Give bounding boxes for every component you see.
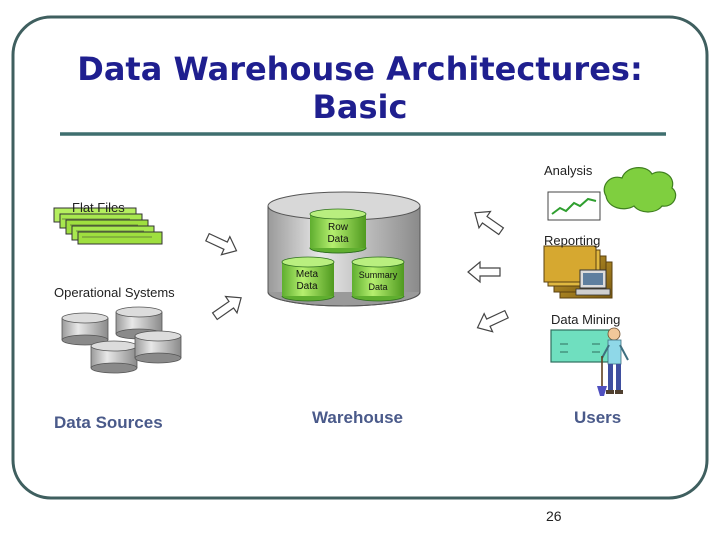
slide-title-line-1: Data Warehouse Architectures:: [77, 50, 643, 88]
slide-frame: [11, 15, 709, 500]
arrow-reporting-to-warehouse-icon: [467, 260, 501, 284]
meta-data-label: Meta Data: [282, 269, 332, 293]
data-mining-label: Data Mining: [551, 312, 621, 327]
summary-data-cylinder-icon: [351, 256, 405, 302]
warehouse-section-label: Warehouse: [312, 408, 404, 427]
arrow-flatfiles-to-warehouse-icon: [205, 232, 238, 256]
analysis-label: Analysis: [544, 163, 593, 178]
row-data-line-2: Data: [327, 234, 349, 245]
data-mining-board-icon: [550, 329, 614, 363]
row-data-line-1: Row: [327, 222, 348, 233]
meta-data-line-2: Data: [296, 281, 318, 292]
miner-person-icon: [597, 327, 629, 396]
reporting-computer-icon: [575, 269, 611, 296]
data-sources-section-label: Data Sources: [54, 413, 163, 432]
meta-data-line-1: Meta: [295, 269, 319, 280]
row-data-label: Row Data: [312, 222, 364, 246]
operational-disk-3-icon: [90, 340, 138, 374]
row-data-cylinder-icon: [309, 208, 367, 254]
summary-data-line-2: Data: [368, 282, 388, 292]
analysis-chart-icon: [547, 191, 601, 221]
operational-systems-label: Operational Systems: [54, 285, 175, 300]
arrow-operational-to-warehouse-icon: [211, 295, 242, 321]
users-section-label: Users: [574, 408, 622, 427]
flat-files-stack-icon: [53, 207, 163, 245]
operational-disk-1-icon: [61, 312, 109, 346]
arrow-analysis-to-warehouse-icon: [474, 210, 505, 236]
slide-title-line-2: Basic: [312, 88, 408, 126]
meta-data-cylinder-icon: [281, 256, 335, 302]
operational-disk-4-icon: [134, 330, 182, 364]
reporting-label: Reporting: [544, 233, 601, 248]
page-number: 26: [546, 508, 562, 524]
analysis-cloud-icon: [603, 167, 677, 213]
arrow-mining-to-warehouse-icon: [476, 309, 509, 333]
flat-files-label: Flat Files: [72, 200, 125, 215]
summary-data-line-1: Summary: [358, 270, 398, 280]
summary-data-label: Summary Data: [349, 269, 407, 293]
